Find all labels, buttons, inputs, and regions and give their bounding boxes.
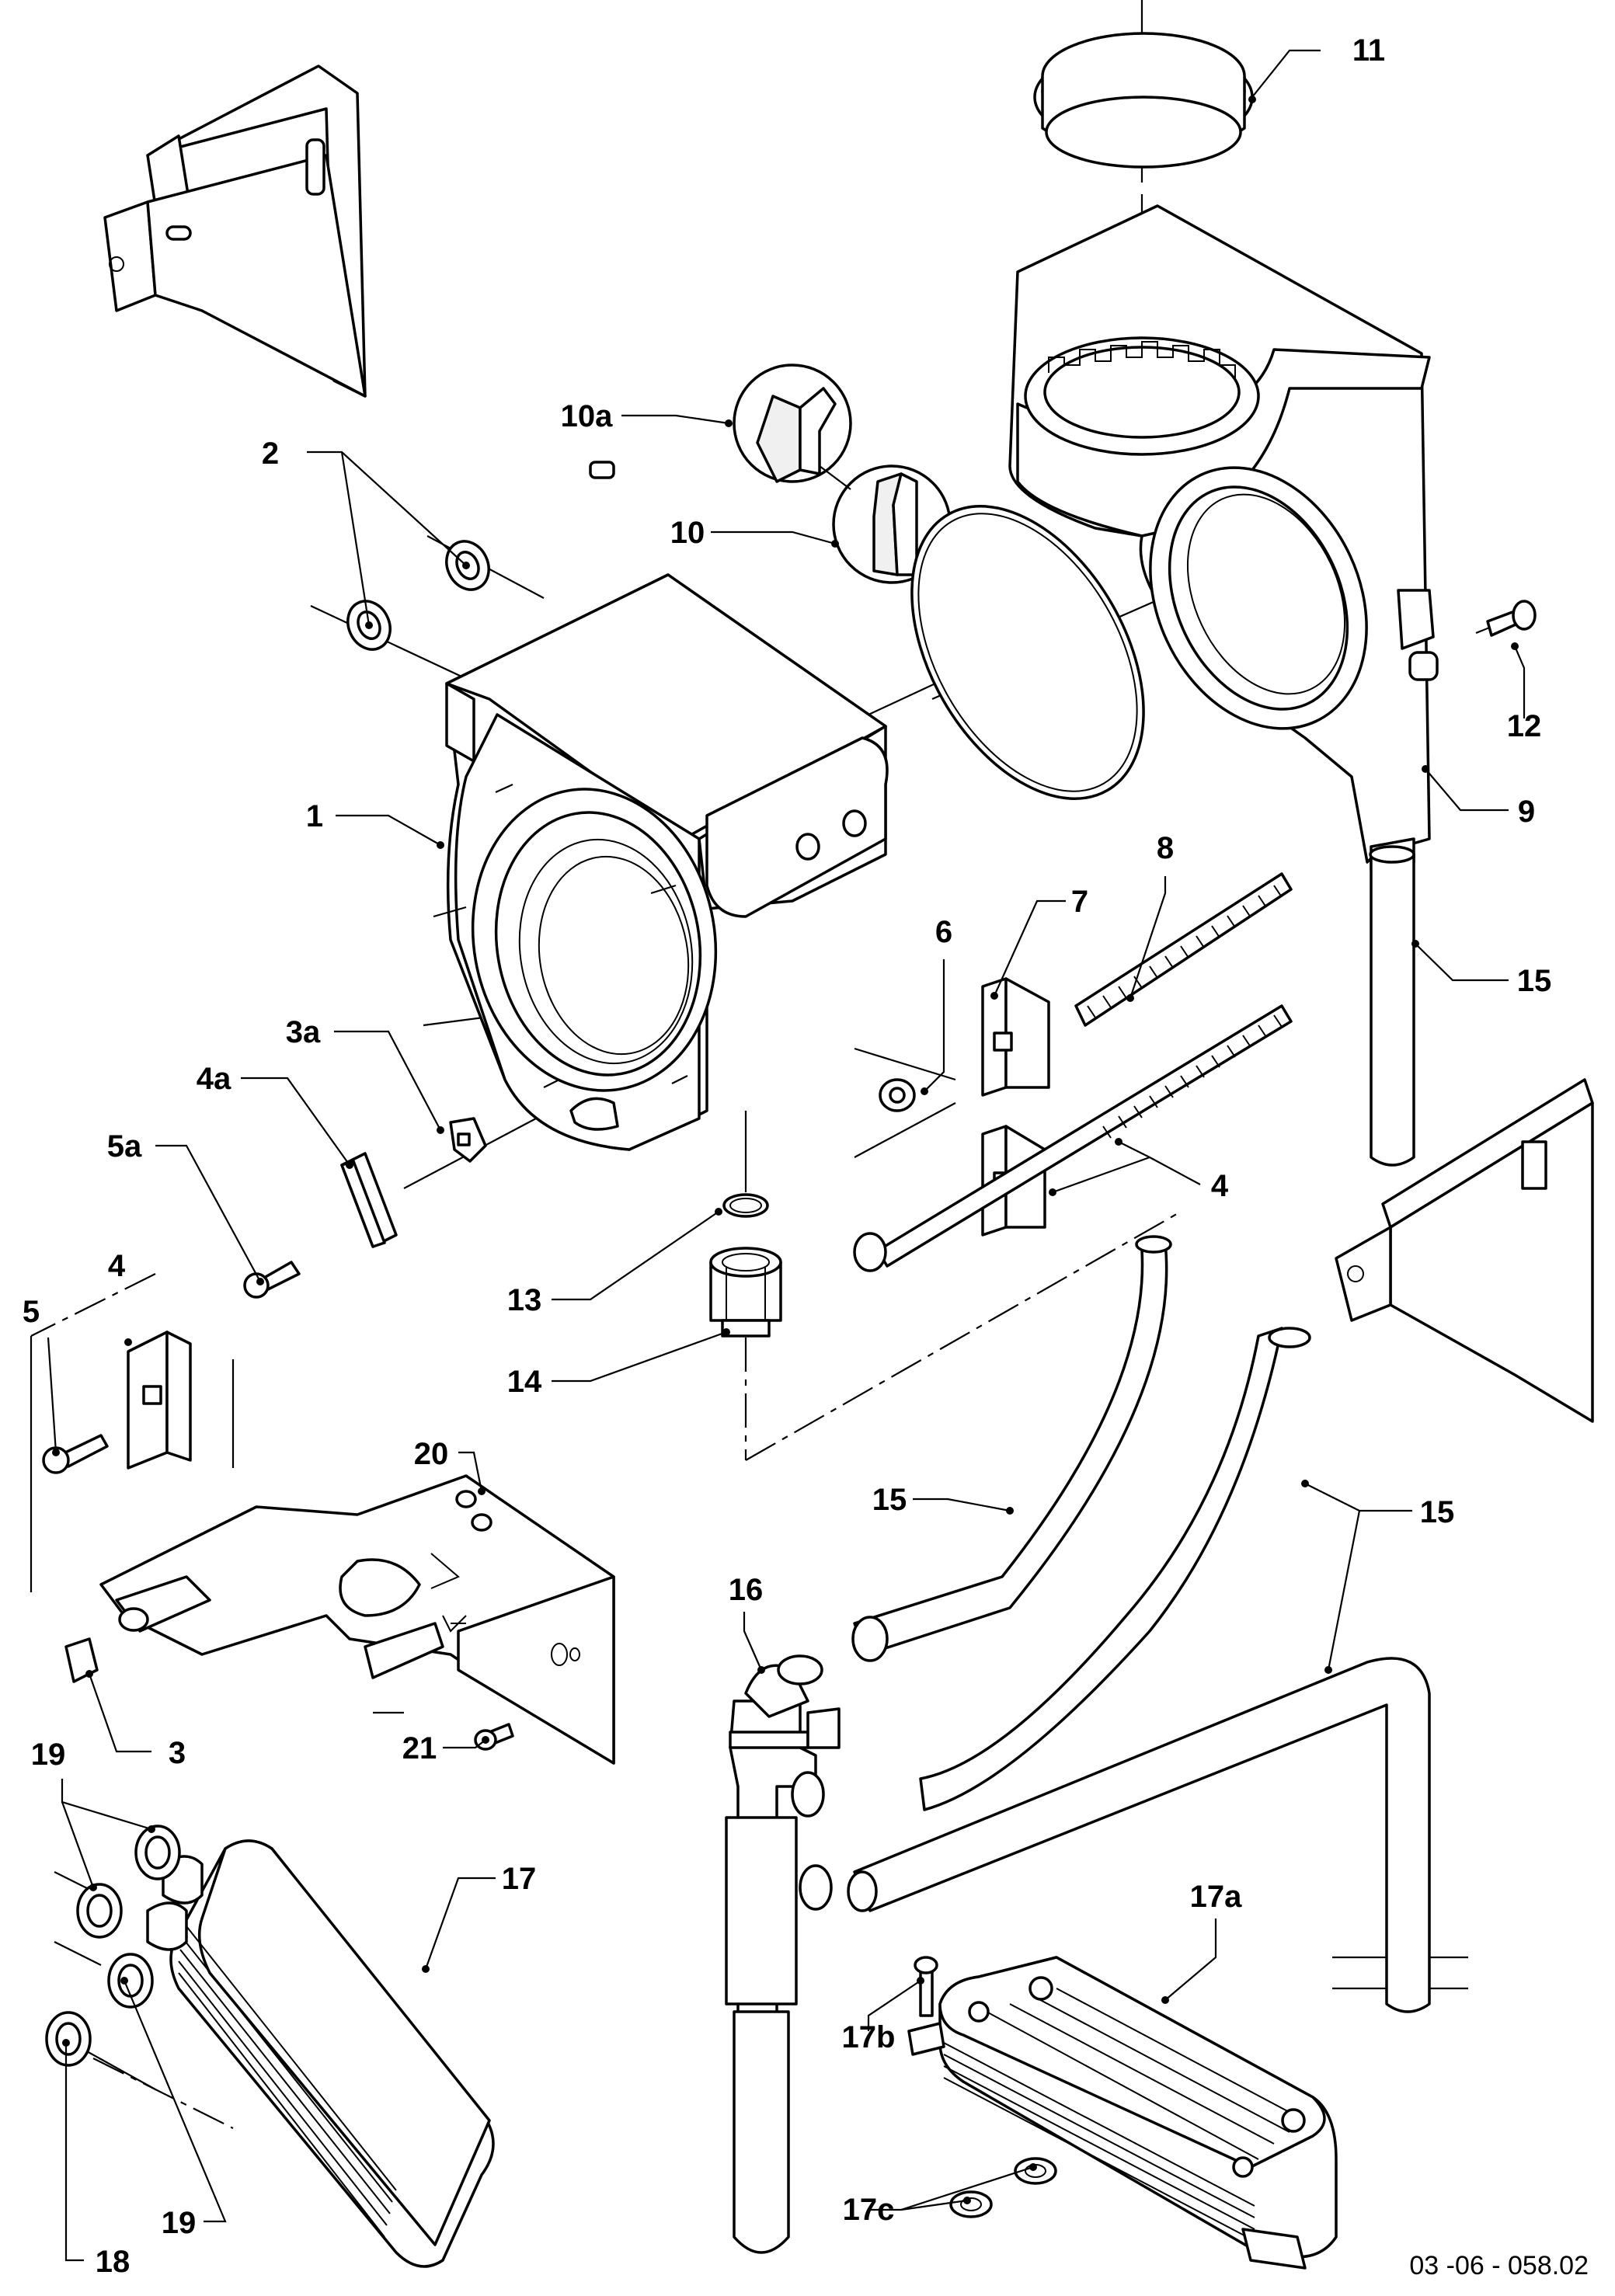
siphon-16 (725, 1654, 841, 2254)
upper-left-bracket (103, 64, 367, 398)
o-ring-11 (1033, 32, 1254, 169)
callout-17c: 17c (843, 2193, 895, 2227)
callout-10a: 10a (561, 399, 613, 433)
screw-12 (1486, 600, 1537, 637)
callout-4a: 4a (197, 1062, 231, 1096)
right-bracket (1335, 1078, 1594, 1423)
callout-16: 16 (729, 1573, 764, 1607)
bolt-and-clamp-4 (853, 1004, 1293, 1272)
callout-17b: 17b (842, 2020, 896, 2054)
callout-19-bottom: 19 (162, 2206, 197, 2240)
callout-5a: 5a (107, 1129, 142, 1164)
callout-1: 1 (306, 799, 323, 833)
clamp-7 (981, 977, 1050, 1097)
callout-4-left: 4 (108, 1249, 126, 1283)
flue-hood-9 (1008, 204, 1439, 871)
callout-7: 7 (1071, 885, 1088, 919)
callout-20: 20 (414, 1437, 449, 1471)
clip-3a (449, 1117, 487, 1163)
o-ring-13 (722, 1193, 769, 1218)
callout-18: 18 (96, 2245, 131, 2279)
callout-11: 11 (1352, 33, 1385, 68)
callout-15-lower: 15 (1420, 1495, 1455, 1529)
leader-lines (47, 49, 1526, 2262)
callout-10: 10 (670, 516, 705, 550)
drawing-reference-number: 03 -06 - 058.02 (1409, 2251, 1589, 2280)
seal-detail-10a (733, 364, 852, 483)
hose-15-middle (919, 1327, 1311, 1811)
screw-21 (474, 1723, 514, 1751)
washer-18 (45, 2011, 92, 2067)
callout-5: 5 (23, 1295, 40, 1329)
fan-housing-1 (433, 461, 889, 1151)
callout-4-right: 4 (1211, 1169, 1229, 1203)
callout-labels: 11 12 9 15 10a 10 2 1 3a 4a 5a 6 7 8 4 1… (23, 33, 1589, 2280)
callout-17a: 17a (1190, 1880, 1242, 1914)
callout-15-right: 15 (1517, 964, 1552, 998)
callout-8: 8 (1157, 831, 1174, 865)
callout-9: 9 (1518, 795, 1535, 829)
screw-17b (914, 1956, 938, 2017)
callout-12: 12 (1507, 709, 1542, 743)
hose-15-lower (847, 1657, 1431, 2013)
callout-14: 14 (507, 1365, 542, 1399)
hose-15-upper (851, 1235, 1172, 1662)
leader-dots (52, 96, 1519, 2204)
heat-exchanger-17a (907, 1956, 1338, 2270)
callout-2: 2 (262, 437, 279, 471)
callout-6: 6 (935, 915, 952, 949)
washers-17c (949, 2157, 1057, 2218)
base-plate-20 (99, 1474, 615, 1765)
callout-13: 13 (507, 1283, 542, 1317)
screw-5 (42, 1434, 109, 1474)
callout-3a: 3a (286, 1015, 321, 1049)
threaded-rod-8 (1074, 872, 1293, 1027)
nut-14 (709, 1247, 782, 1338)
washers-19 (76, 1825, 181, 2009)
callout-3: 3 (169, 1736, 186, 1770)
heat-exchanger-17 (146, 1839, 495, 2268)
vertical-pipe-15 (1369, 845, 1415, 1167)
nut-6 (879, 1078, 916, 1112)
bracket-4-left (127, 1331, 192, 1470)
callout-21: 21 (402, 1731, 437, 1765)
callout-17: 17 (502, 1862, 537, 1896)
callout-19-top: 19 (31, 1738, 66, 1772)
callout-15-upper: 15 (872, 1483, 907, 1517)
o-ring-10 (910, 505, 1145, 800)
